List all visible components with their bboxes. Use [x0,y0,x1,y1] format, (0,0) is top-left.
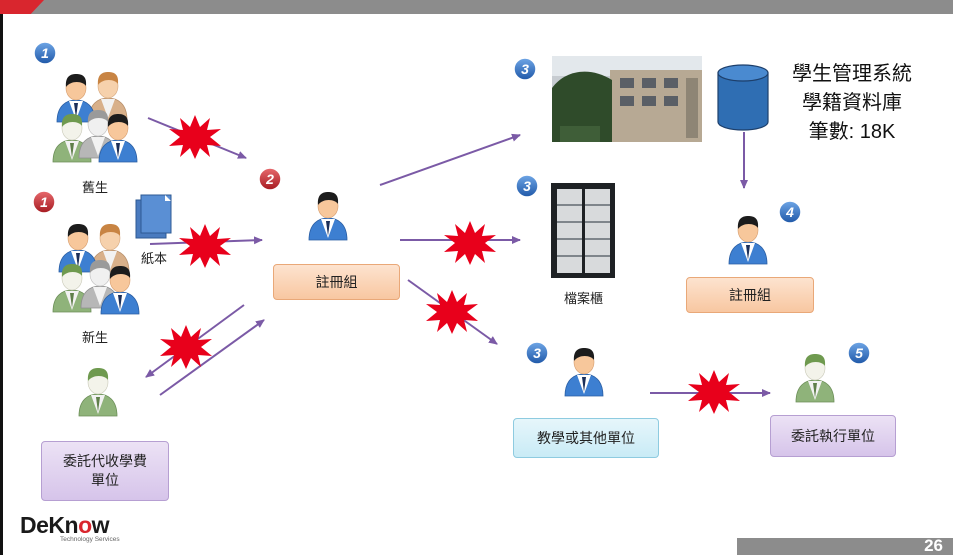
paper-label: 紙本 [141,251,168,266]
database-icon [717,64,769,131]
teaching-units-box: 教學或其他單位 [513,418,659,458]
file-cabinet-label: 檔案櫃 [564,291,604,306]
campus-building-image [552,56,702,142]
system-name: 學生管理系統 [792,63,912,85]
registry-office-right-box: 註冊組 [686,277,814,313]
registry-office-box: 註冊組 [273,264,400,300]
new-students-group-icon [52,223,140,315]
step-badge-teaching: 3 [525,341,549,365]
burst-icon [444,221,496,265]
svg-text:3: 3 [523,178,531,194]
consignee-person-icon [78,367,118,417]
registry-clerk-right-icon [728,215,768,265]
database-name: 學籍資料庫 [802,92,902,114]
svg-text:5: 5 [855,345,863,361]
company-logo: DeKnow Technology Services [20,512,120,543]
svg-text:3: 3 [521,61,529,77]
left-edge-line [0,14,3,555]
contractor-box: 委託執行單位 [770,415,896,457]
page-number: 26 [924,536,943,555]
svg-text:3: 3 [533,345,541,361]
student-system-caption: 學生管理系統 學籍資料庫 筆數: 18K [762,60,942,147]
arrow-consignee-to-registry [159,319,265,396]
svg-text:1: 1 [41,45,49,61]
logo-tagline: Technology Services [60,536,120,543]
burst-icon [179,224,231,268]
fee-collection-agent-box: 委託代收學費 單位 [41,441,169,501]
step-badges: 1 1 2 3 3 3 4 5 [32,41,871,365]
arrow-registry-to-system [379,133,521,186]
burst-icon [426,290,478,334]
burst-icon [169,115,221,159]
step-badge-cabinet: 3 [515,174,539,198]
step-badge-new-students: 1 [32,190,56,214]
old-students-group-icon [52,71,138,163]
step-badge-registry: 2 [258,167,282,191]
step-badge-old-students: 1 [33,41,57,65]
contractor-person-icon [795,353,835,403]
step-badge-registry-right: 4 [778,200,802,224]
top-banner [0,0,953,14]
svg-text:4: 4 [785,204,794,220]
paper-document-icon [135,194,172,239]
top-banner-accent [0,0,44,14]
record-count: 筆數: 18K [808,121,896,143]
file-cabinet-icon [551,183,615,278]
svg-text:1: 1 [40,194,48,210]
logo-wordmark: DeKnow [20,512,110,538]
new-students-label: 新生 [82,330,109,345]
svg-text:2: 2 [265,171,274,187]
step-badge-building: 3 [513,57,537,81]
old-students-label: 舊生 [82,180,109,195]
page-number-bar: 26 [737,536,953,555]
step-badge-contractor: 5 [847,341,871,365]
teaching-person-icon [564,347,604,397]
registry-clerk-icon [308,191,348,241]
